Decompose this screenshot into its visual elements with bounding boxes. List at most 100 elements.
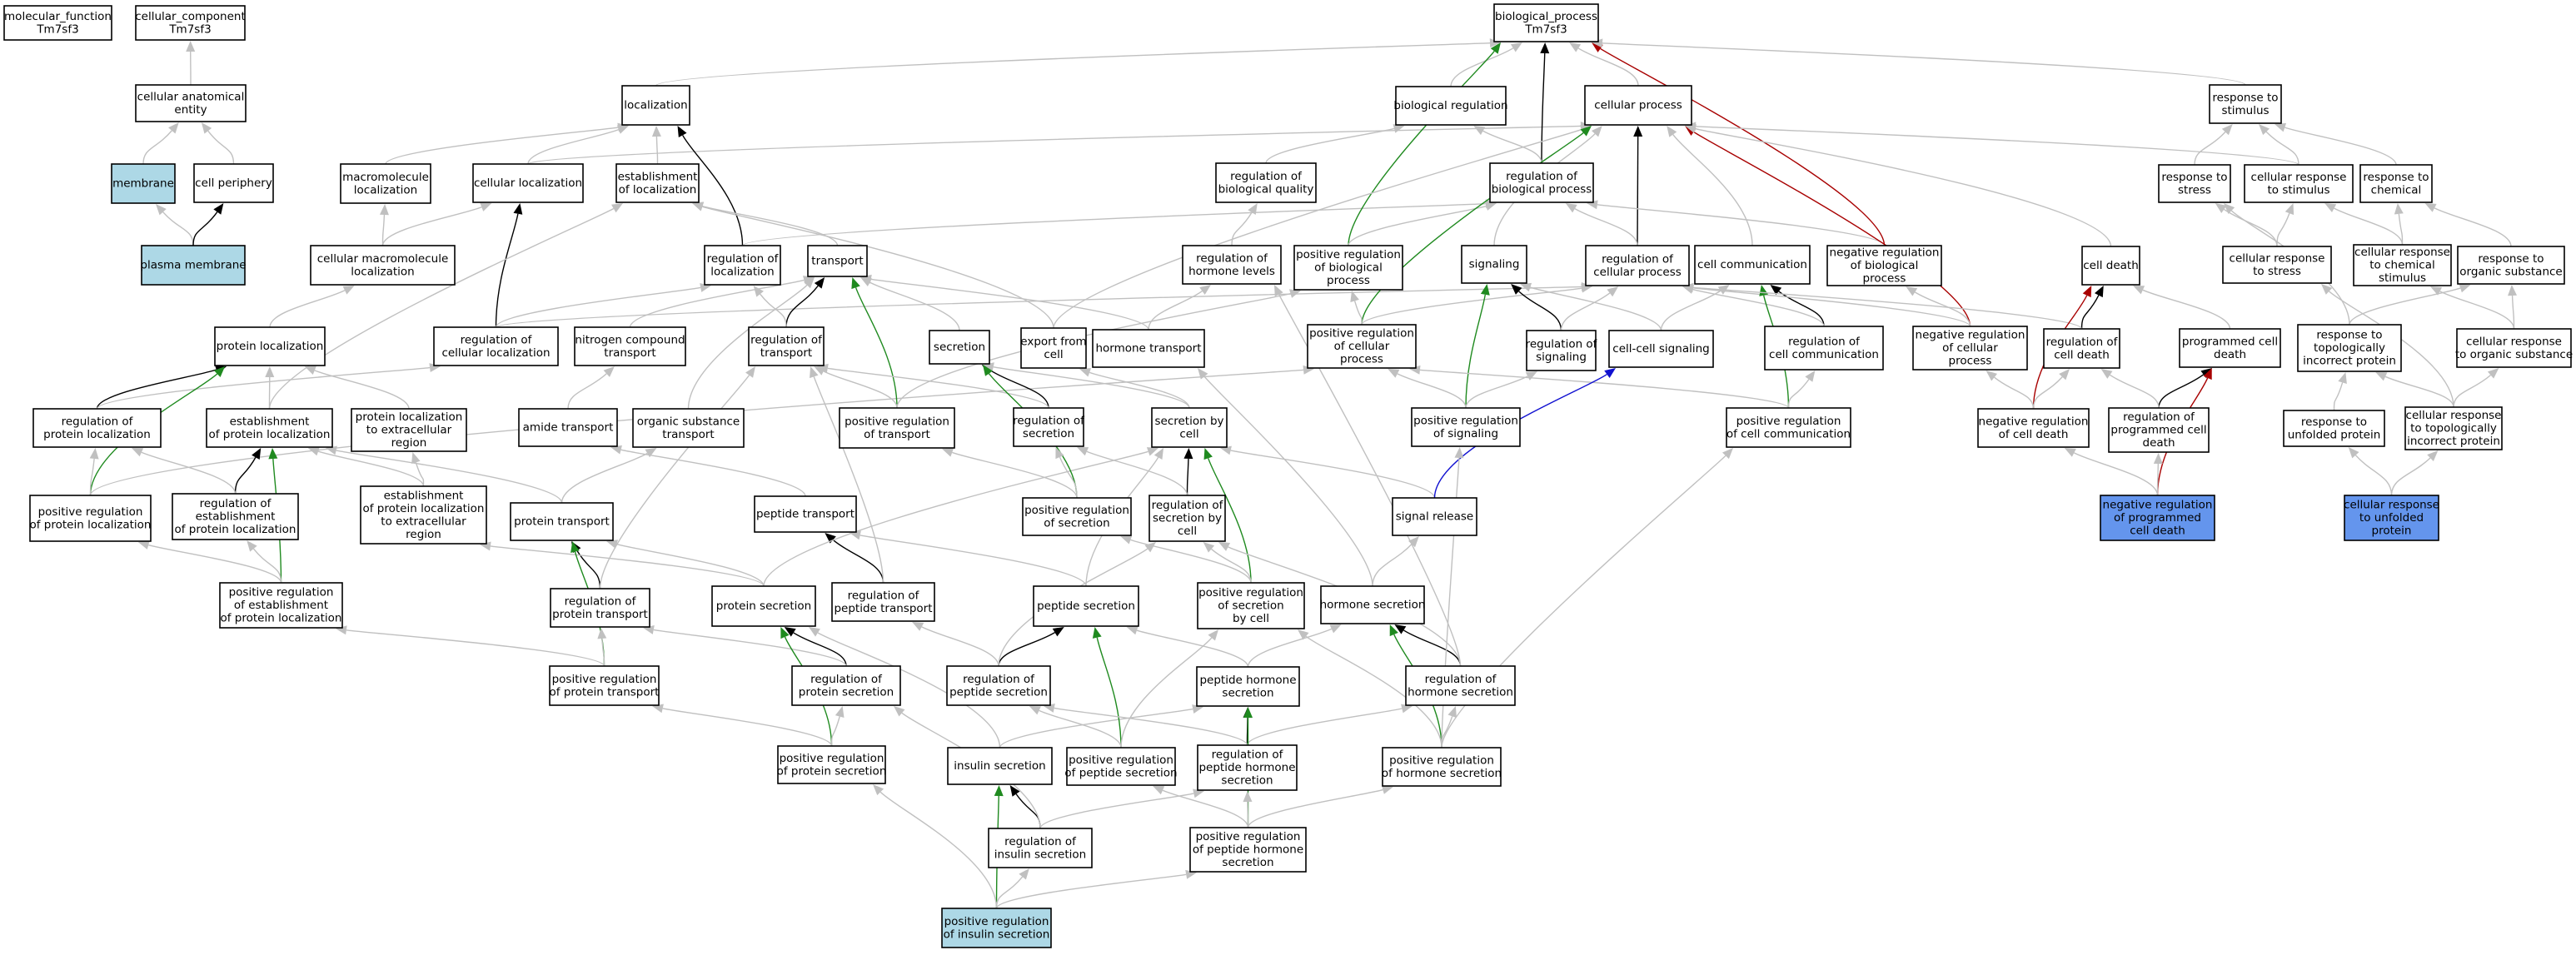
term-node-hormone-transport[interactable]: hormone transport <box>1092 329 1205 368</box>
term-node-cell-cell-signaling[interactable]: cell-cell signaling <box>1608 330 1714 368</box>
edge-line <box>1053 128 1582 329</box>
term-box <box>172 493 299 540</box>
term-node-protein-secretion[interactable]: protein secretion <box>711 585 816 627</box>
edge-is-a <box>2153 453 2163 496</box>
term-node-peptide-transport[interactable]: peptide transport <box>754 495 857 533</box>
term-node-biological-regulation[interactable]: biological regulation <box>1393 86 1508 126</box>
term-node-protein-transport[interactable]: protein transport <box>510 502 614 541</box>
term-node-cell-periphery[interactable]: cell periphery <box>193 163 274 203</box>
arrowhead-icon <box>1525 371 1537 381</box>
term-node-plasma-membrane[interactable]: plasma membrane <box>140 245 247 286</box>
term-node-hormone-secretion[interactable]: hormone secretion <box>1320 585 1426 624</box>
term-node-peptide-secretion[interactable]: peptide secretion <box>1033 585 1139 627</box>
term-node-cellular-localization[interactable]: cellular localization <box>472 163 584 203</box>
term-node-cellular-process[interactable]: cellular process <box>1584 85 1692 126</box>
term-label-line: process <box>1327 274 1370 287</box>
term-node-protein-localization[interactable]: protein localization <box>214 326 326 366</box>
term-node-signal-release[interactable]: signal release <box>1392 497 1477 536</box>
term-node-cell-death[interactable]: cell death <box>2081 246 2140 286</box>
term-node-signaling[interactable]: signaling <box>1461 245 1527 284</box>
term-node-localization[interactable]: localization <box>621 85 690 126</box>
edge-is-a <box>912 622 999 667</box>
arrowhead-icon <box>1183 448 1193 460</box>
term-node-transport[interactable]: transport <box>807 245 868 277</box>
term-node-membrane[interactable]: membrane <box>111 163 176 204</box>
edge-line <box>192 211 218 246</box>
term-node-cell-communication[interactable]: cell communication <box>1694 245 1811 285</box>
term-node-insulin-secretion[interactable]: insulin secretion <box>947 747 1053 785</box>
term-node-amide-transport[interactable]: amide transport <box>518 408 618 447</box>
term-node-secretion[interactable]: secretion <box>929 330 990 365</box>
